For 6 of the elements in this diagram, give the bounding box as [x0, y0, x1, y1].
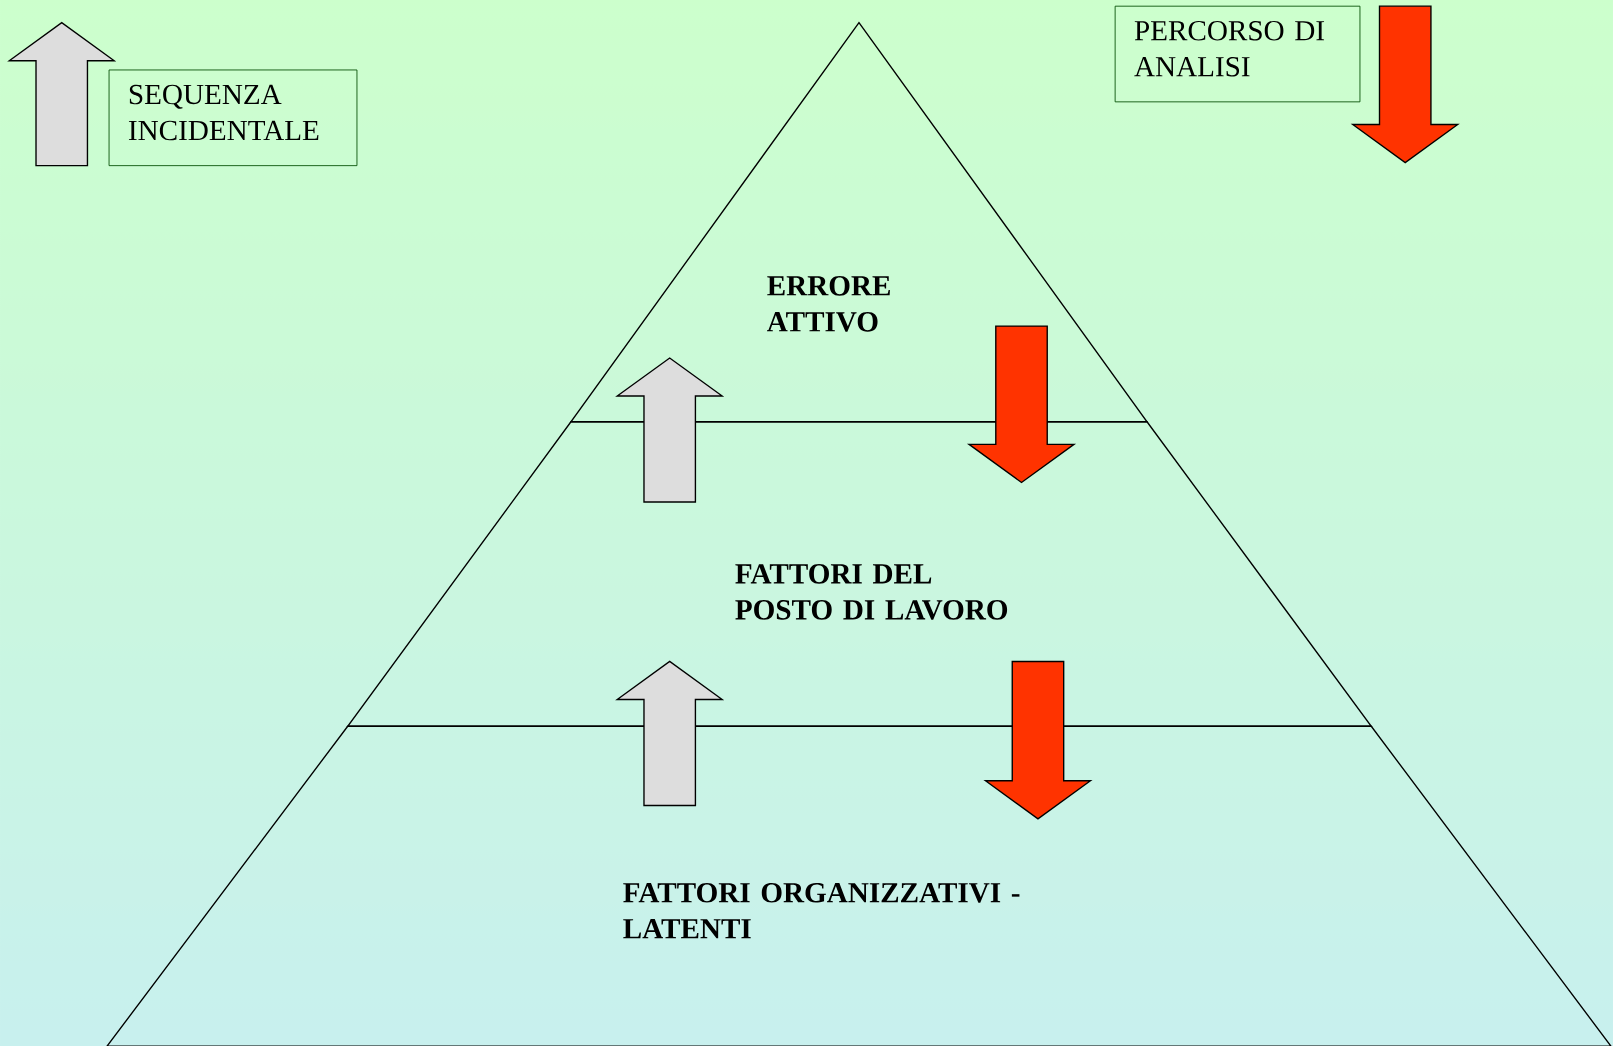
block-arrow — [983, 660, 1093, 820]
legend-box: PERCORSO DI ANALISI — [1114, 5, 1361, 103]
block-arrow — [615, 357, 725, 503]
legend-box: SEQUENZA INCIDENTALE — [108, 69, 358, 166]
block-arrow — [615, 660, 725, 807]
block-arrow — [966, 325, 1077, 484]
